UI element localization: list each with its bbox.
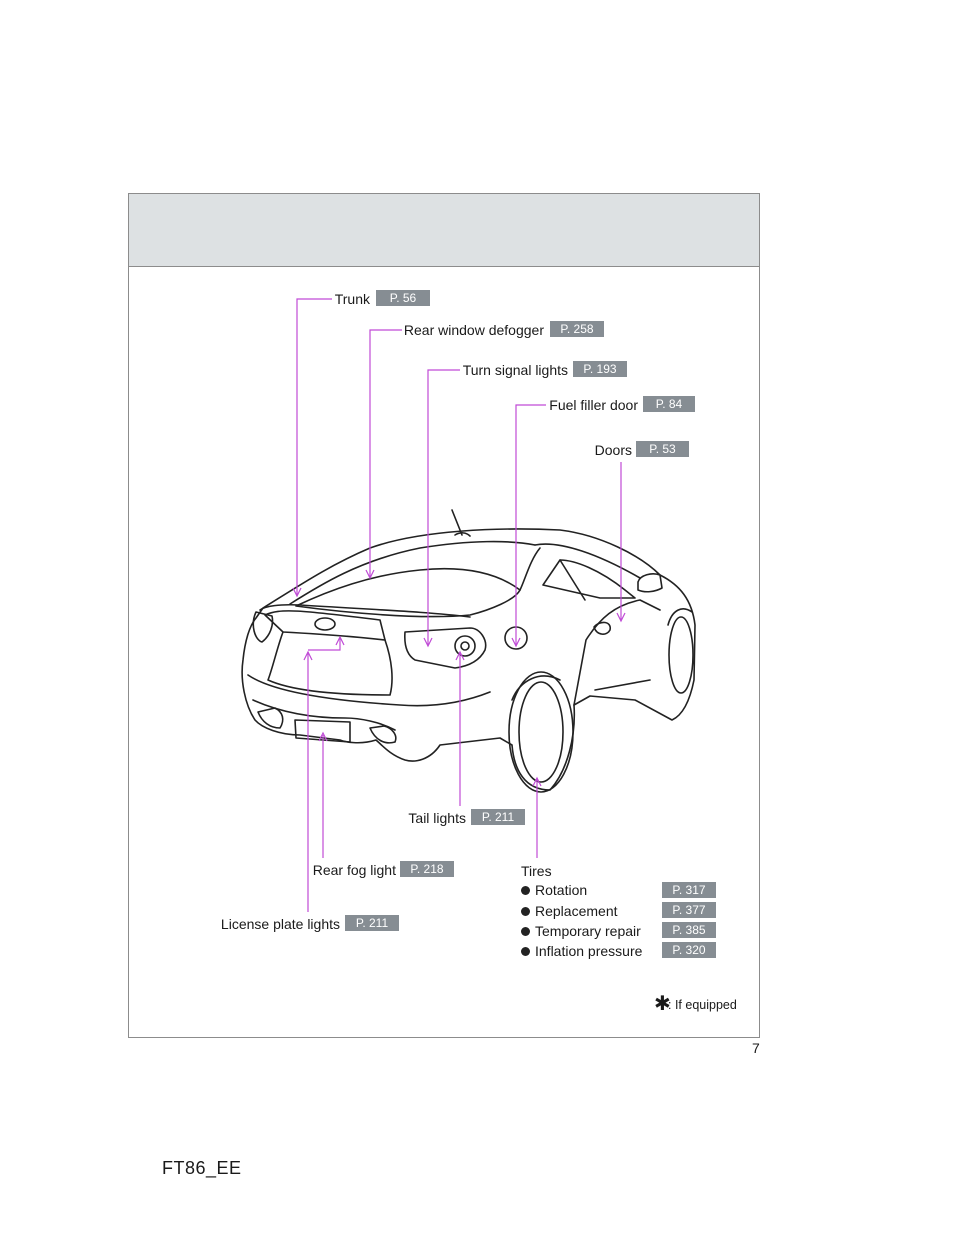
bullet-icon [521,927,530,936]
bullet-icon [521,907,530,916]
turn-signal-lights-label: Turn signal lights [462,362,568,378]
rear-window-defogger-label: Rear window defogger [403,322,544,338]
tires-item-rotation: Rotation [521,881,587,899]
tires-item-label: Replacement [535,903,618,919]
license-plate-lights-page-ref[interactable]: P. 211 [345,915,399,931]
trunk-label: Trunk [334,291,370,307]
rear-fog-light-page-ref[interactable]: P. 218 [400,861,454,877]
tires-title: Tires [521,863,552,879]
tires-item-inflation-pressure: Inflation pressure [521,942,642,960]
tail-lights-page-ref[interactable]: P. 211 [471,809,525,825]
bullet-icon [521,947,530,956]
tires-item-temporary-repair: Temporary repair [521,922,641,940]
tires-item-replacement: Replacement [521,902,618,920]
rear-window-defogger-page-ref[interactable]: P. 258 [550,321,604,337]
tires-temporary-repair-page-ref[interactable]: P. 385 [662,922,716,938]
rear-fog-light-label: Rear fog light [312,862,396,878]
panel-header-band [129,194,759,267]
tires-item-label: Rotation [535,882,588,898]
fuel-filler-door-page-ref[interactable]: P. 84 [643,396,695,412]
bullet-icon [521,886,530,895]
tires-item-label: Inflation pressure [535,943,643,959]
page-number: 7 [752,1040,760,1056]
tires-replacement-page-ref[interactable]: P. 377 [662,902,716,918]
trunk-page-ref[interactable]: P. 56 [376,290,430,306]
doors-label: Doors [594,442,632,458]
tires-item-label: Temporary repair [535,923,641,939]
leader-arrowheads [292,569,626,787]
tires-rotation-page-ref[interactable]: P. 317 [662,882,716,898]
document-code: FT86_EE [162,1158,242,1178]
asterisk-icon: ✱ [654,993,671,1015]
tires-inflation-pressure-page-ref[interactable]: P. 320 [662,942,716,958]
license-plate-lights-label: License plate lights [220,916,340,932]
turn-signal-lights-page-ref[interactable]: P. 193 [573,361,627,377]
leader-lines [296,298,622,912]
doors-page-ref[interactable]: P. 53 [636,441,689,457]
car-illustration [241,509,696,793]
overview-panel [128,193,760,1038]
footnote-text: : If equipped [668,998,737,1012]
tail-lights-label: Tail lights [408,810,466,826]
fuel-filler-door-label: Fuel filler door [549,397,638,413]
